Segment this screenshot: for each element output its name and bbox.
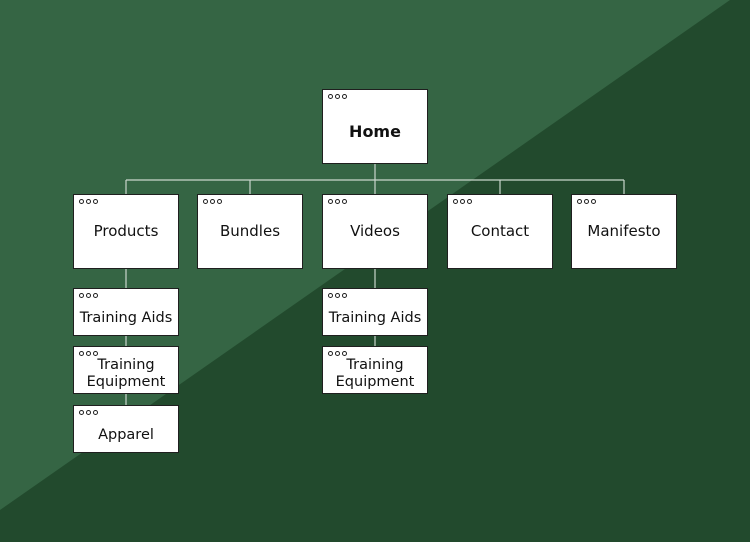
products-apparel-label: Apparel: [98, 426, 154, 443]
window-dots-icon: [328, 293, 347, 298]
window-dots-icon: [328, 94, 347, 99]
videos-training-aids-box[interactable]: Training Aids: [322, 288, 428, 336]
manifesto-page-box[interactable]: Manifesto: [571, 194, 677, 269]
window-dots-icon: [328, 199, 347, 204]
products-training-aids-box[interactable]: Training Aids: [73, 288, 179, 336]
products-apparel-box[interactable]: Apparel: [73, 405, 179, 453]
home-label: Home: [349, 122, 401, 141]
window-dots-icon: [79, 410, 98, 415]
window-dots-icon: [79, 293, 98, 298]
videos-training-aids-label: Training Aids: [328, 309, 422, 326]
videos-training-equipment-label: Training Equipment: [335, 357, 415, 390]
videos-label: Videos: [350, 222, 400, 240]
products-page-box[interactable]: Products: [73, 194, 179, 269]
window-dots-icon: [328, 351, 347, 356]
contact-label: Contact: [470, 222, 530, 240]
products-training-aids-label: Training Aids: [79, 309, 173, 326]
products-training-equipment-label: Training Equipment: [86, 357, 166, 390]
bundles-page-box[interactable]: Bundles: [197, 194, 303, 269]
window-dots-icon: [577, 199, 596, 204]
products-label: Products: [93, 222, 159, 240]
videos-training-equipment-box[interactable]: Training Equipment: [322, 346, 428, 394]
window-dots-icon: [203, 199, 222, 204]
window-dots-icon: [79, 351, 98, 356]
products-training-equipment-box[interactable]: Training Equipment: [73, 346, 179, 394]
videos-page-box[interactable]: Videos: [322, 194, 428, 269]
window-dots-icon: [453, 199, 472, 204]
window-dots-icon: [79, 199, 98, 204]
bundles-label: Bundles: [219, 222, 281, 240]
manifesto-label: Manifesto: [587, 222, 661, 240]
contact-page-box[interactable]: Contact: [447, 194, 553, 269]
home-page-box[interactable]: Home: [322, 89, 428, 164]
